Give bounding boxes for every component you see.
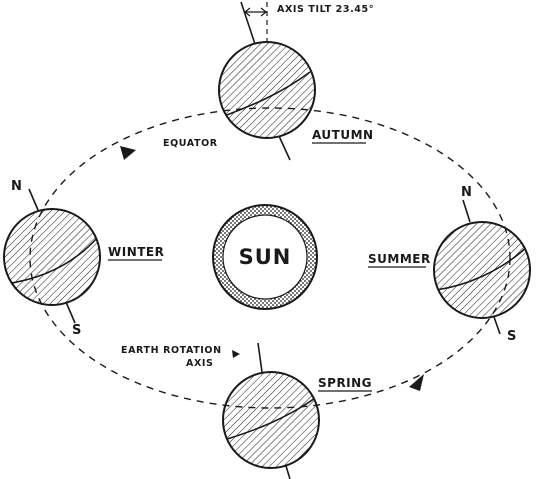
earth-summer xyxy=(433,199,531,335)
sun xyxy=(212,204,318,310)
earth-rotation-axis-label-line2: AXIS xyxy=(186,358,213,369)
equator-label: EQUATOR xyxy=(163,138,218,149)
spring-label: SPRING xyxy=(318,376,372,390)
south-label-winter: S xyxy=(72,323,81,338)
summer-label: SUMMER xyxy=(368,252,431,266)
south-label-summer: S xyxy=(507,329,516,344)
orbit-arrow-right xyxy=(409,374,424,391)
earth-spring xyxy=(222,342,320,479)
sun-label: SUN xyxy=(239,245,292,269)
earth-winter xyxy=(3,188,101,324)
north-label-winter: N xyxy=(11,179,22,194)
axis-pointer xyxy=(232,350,240,358)
earth-autumn xyxy=(218,1,316,161)
north-label-summer: N xyxy=(461,185,472,200)
earth-rotation-axis-label-line1: EARTH ROTATION xyxy=(121,345,222,356)
axis-tilt-label: AXIS TILT 23.45° xyxy=(277,4,374,15)
autumn-label: AUTUMN xyxy=(312,128,374,142)
winter-label: WINTER xyxy=(108,245,164,259)
axis-tilt-arrow xyxy=(244,7,267,17)
orbit-arrow-left xyxy=(120,146,136,160)
